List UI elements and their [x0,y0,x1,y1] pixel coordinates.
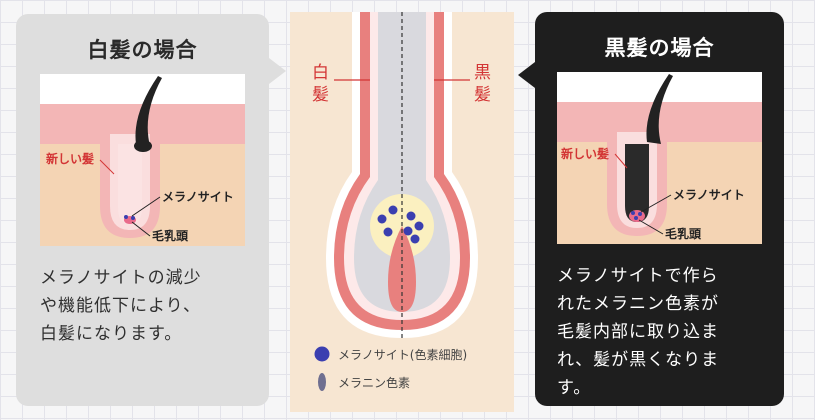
legend-melanin-label: メラニン色素 [338,376,410,390]
white-papilla-label: 毛乳頭 [152,228,189,243]
legend-melanin-icon [318,373,326,391]
white-hair-description: メラノサイトの減少 や機能低下により、 白髪になります。 [40,268,202,344]
black-new-hair-label: 新しい髪 [561,146,609,161]
center-black-label-1: 黒 [474,63,491,83]
black-hair-description: メラノサイトで作ら れたメラニン色素が 毛髪内部に取り込ま れ、髪が黒くなりま … [557,266,720,398]
white-hair-illustration: 新しい髪 メラノサイト 毛乳頭 [40,74,245,246]
white-hair-title: 白髪の場合 [87,38,198,62]
white-bubble-tail [269,58,286,84]
black-hair-title: 黒髪の場合 [604,36,715,60]
center-white-label-1: 白 [312,63,329,83]
white-new-hair-label: 新しい髪 [46,151,94,166]
black-hair-illustration: 新しい髪 メラノサイト 毛乳頭 [557,72,762,244]
hair-cross-section-diagram: 白 髪 黒 髪 メラノサイト(色素細胞) メラニン色素 [290,12,514,412]
legend-melanocyte-label: メラノサイト(色素細胞) [338,348,467,362]
black-melanocyte-label: メラノサイト [673,188,745,202]
legend-melanocyte-icon [314,346,330,362]
center-black-label-2: 髪 [474,85,491,105]
black-hair-panel: 黒髪の場合 新しい髪 メラノサイト 毛乳頭 メラノサイトで作ら れたメラニン色素… [535,12,784,406]
white-hair-panel: 白髪の場合 新しい髪 メラノサイト 毛乳頭 メラノサイトの減少 や機能低下により… [16,14,269,406]
black-bubble-tail [518,62,535,88]
black-papilla-label: 毛乳頭 [665,226,702,241]
center-white-label-2: 髪 [312,85,329,105]
white-melanocyte-label: メラノサイト [162,190,234,204]
